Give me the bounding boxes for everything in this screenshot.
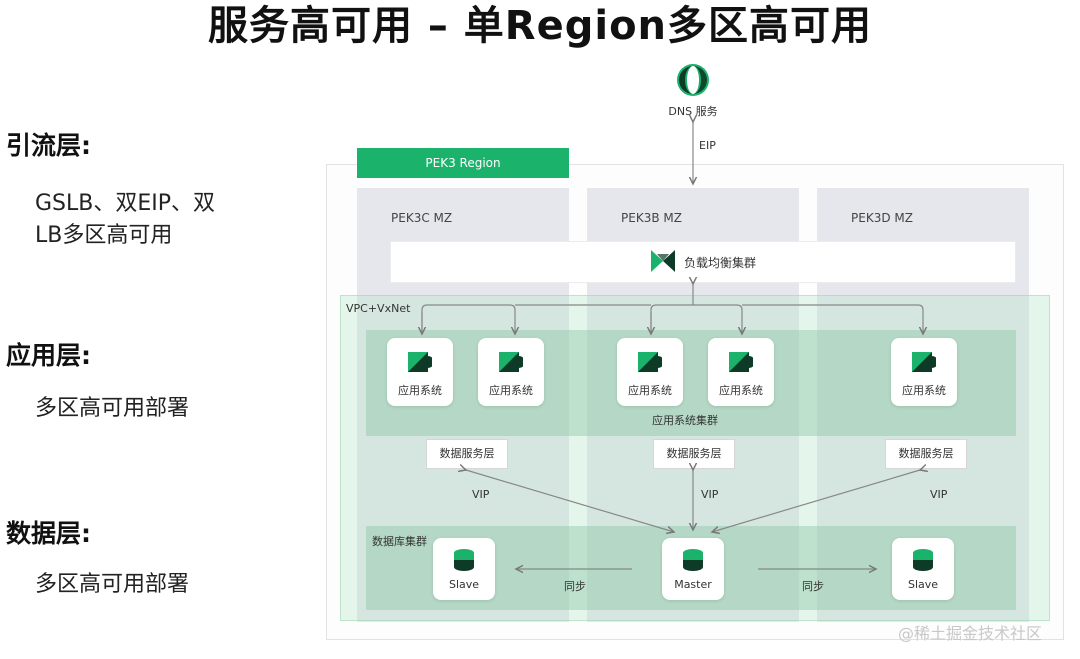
app-cluster-label: 应用系统集群	[652, 414, 718, 427]
branch-pek3b	[650, 304, 742, 334]
load-balancer-cluster	[390, 241, 1016, 283]
zone-label-pek3b: PEK3B MZ	[621, 211, 682, 225]
zone-label-pek3c: PEK3C MZ	[391, 211, 453, 225]
load-balancer-icon	[651, 250, 675, 272]
sync-label: 同步	[802, 580, 824, 593]
app-system-icon	[408, 350, 434, 374]
database-icon	[912, 548, 934, 572]
branch-pek3c	[421, 304, 515, 334]
database-icon	[682, 548, 704, 572]
db-node-slave: Slave	[433, 538, 495, 600]
eip-label: EIP	[699, 139, 716, 152]
zone-label-pek3d: PEK3D MZ	[851, 211, 913, 225]
data-layer-heading: 数据层:	[6, 519, 91, 548]
app-system-card: 应用系统	[708, 338, 774, 406]
app-layer-heading: 应用层:	[6, 341, 91, 370]
app-system-card: 应用系统	[478, 338, 544, 406]
watermark: @稀土掘金技术社区	[898, 624, 1043, 643]
db-node-slave: Slave	[892, 538, 954, 600]
data-layer-desc: 多区高可用部署	[35, 572, 190, 597]
load-balancer-label: 负载均衡集群	[684, 256, 757, 270]
app-system-icon	[638, 350, 664, 374]
dns-icon	[673, 63, 713, 97]
sync-label: 同步	[564, 580, 586, 593]
vpc-label: VPC+VxNet	[346, 302, 411, 315]
app-layer-desc: 多区高可用部署	[35, 396, 190, 421]
app-system-card: 应用系统	[891, 338, 957, 406]
region-tab: PEK3 Region	[357, 148, 569, 178]
dns-label: DNS 服务	[668, 105, 718, 118]
page-title: 服务高可用 – 单Region多区高可用	[207, 3, 873, 49]
traffic-layer-desc-line2: LB多区高可用	[35, 223, 173, 248]
vip-arrow-right	[712, 470, 920, 532]
app-system-card: 应用系统	[617, 338, 683, 406]
vip-label: VIP	[930, 488, 948, 501]
app-system-card: 应用系统	[387, 338, 453, 406]
db-cluster-label: 数据库集群	[372, 535, 427, 548]
traffic-layer-desc-line1: GSLB、双EIP、双	[35, 191, 216, 216]
database-icon	[453, 548, 475, 572]
db-node-master: Master	[662, 538, 724, 600]
branch-pek3d	[742, 304, 923, 334]
traffic-layer-heading: 引流层:	[6, 131, 91, 160]
vip-arrow-left	[466, 470, 674, 532]
